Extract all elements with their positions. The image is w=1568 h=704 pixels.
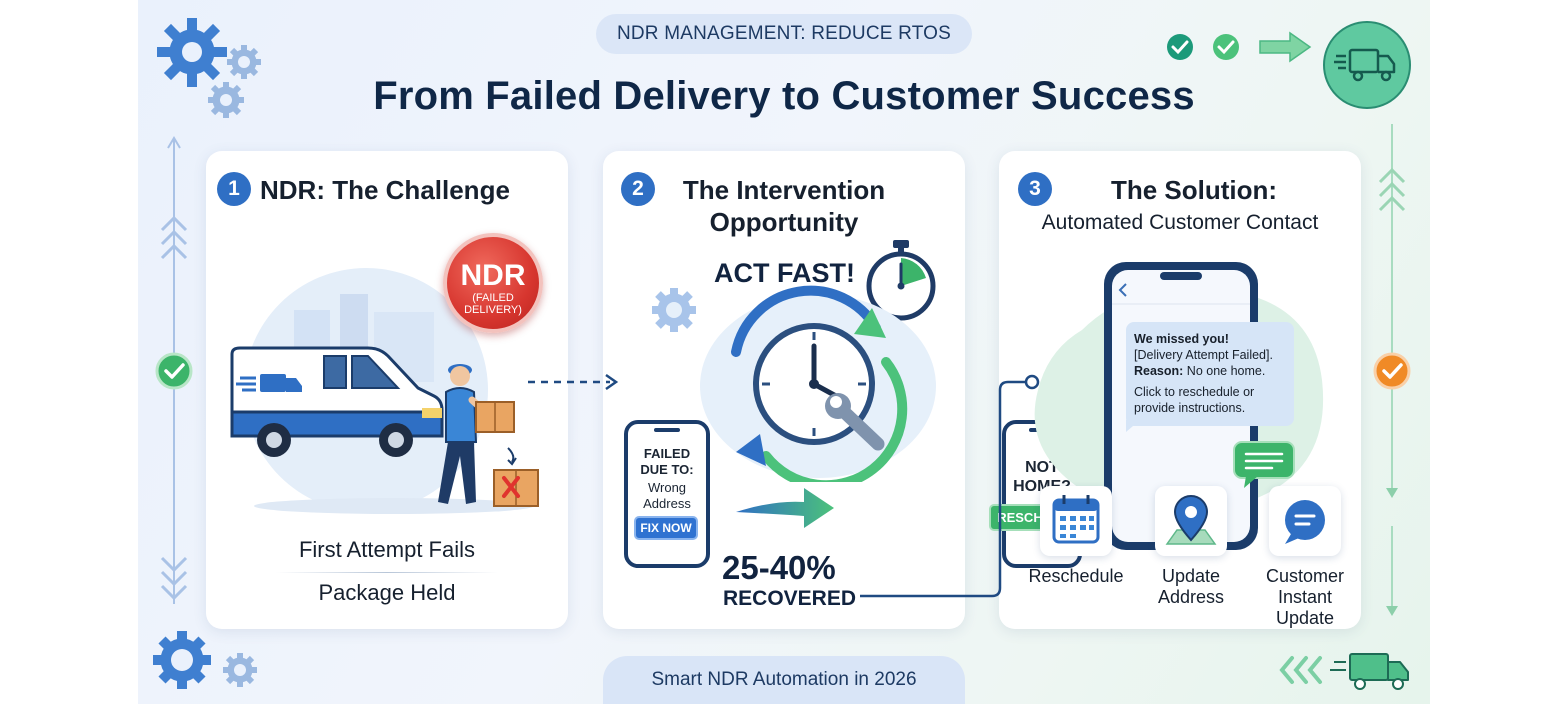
chat-bubble-icon	[1233, 441, 1295, 488]
message-reason-label: Reason:	[1134, 364, 1184, 378]
phone-line: Address	[643, 496, 691, 511]
delivery-van-icon	[230, 346, 444, 457]
ndr-infographic: NDR MANAGEMENT: REDUCE RTOS From Failed …	[138, 0, 1430, 704]
progress-rail-right	[1378, 124, 1406, 616]
step-3-title: The Solution:	[1110, 175, 1278, 205]
action-label-line: Customer	[1265, 566, 1345, 586]
action-label-line: Reschedule	[1028, 566, 1124, 586]
recovery-stat-label: RECOVERED	[723, 587, 857, 610]
delivery-truck-icon	[1279, 653, 1409, 690]
message-line: provide instructions.	[1134, 401, 1246, 415]
action-label-update-address: Update Address	[1135, 566, 1247, 608]
action-label-customer-update: Customer Instant Update	[1248, 566, 1362, 629]
step-number-2: 2	[621, 172, 655, 206]
action-label-line: Address	[1157, 587, 1225, 607]
step-number-1: 1	[217, 172, 251, 206]
message-line: [Delivery Attempt Failed].	[1134, 348, 1273, 362]
page-title: From Failed Delivery to Customer Success	[373, 74, 1195, 118]
courier-person-icon	[438, 364, 539, 507]
step-3-subtitle: Automated Customer Contact	[1041, 211, 1319, 234]
phone-line: NOT	[1025, 459, 1059, 476]
message-line: Click to reschedule or	[1134, 385, 1255, 399]
reschedule-action-tile[interactable]	[1040, 486, 1112, 556]
gear-icon	[153, 631, 257, 689]
caption-divider	[276, 572, 498, 573]
act-fast-label: ACT FAST!	[714, 258, 855, 288]
ndr-badge-subtitle-line: (FAILED	[472, 292, 514, 304]
action-label-line: Update	[1275, 608, 1335, 628]
recovery-stat: 25-40%	[722, 549, 836, 586]
stopwatch-icon	[866, 240, 936, 321]
step-1-title: NDR: The Challenge	[260, 175, 510, 205]
action-label-line: Update	[1161, 566, 1221, 586]
connector-line	[860, 374, 1040, 598]
check-circle-icon	[155, 352, 193, 390]
step-2-title: The Intervention	[682, 175, 886, 205]
ndr-badge-subtitle-line: DELIVERY)	[464, 304, 522, 316]
chat-bubble-icon	[1285, 500, 1325, 544]
delivery-truck-icon	[1323, 21, 1411, 109]
message-reason-text: No one home.	[1183, 364, 1266, 378]
caption-package-held: Package Held	[318, 580, 456, 605]
instant-update-action-tile[interactable]	[1269, 486, 1341, 556]
phone-line: DUE TO:	[640, 462, 694, 477]
phone-line: FAILED	[643, 446, 691, 461]
message-heading: We missed you!	[1134, 332, 1229, 346]
ndr-failed-badge: NDR (FAILED DELIVERY)	[443, 233, 543, 333]
bubble-tail	[1126, 420, 1140, 432]
step-number-3: 3	[1018, 172, 1052, 206]
update-address-action-tile[interactable]	[1155, 486, 1227, 556]
phone-line: Wrong	[647, 480, 687, 495]
header-tag: NDR MANAGEMENT: REDUCE RTOS	[596, 14, 972, 54]
arrow-right-icon	[736, 488, 834, 528]
ndr-badge-title: NDR	[460, 259, 526, 292]
missed-delivery-message: We missed you! [Delivery Attempt Failed]…	[1126, 322, 1294, 426]
check-circle-icon	[1167, 31, 1312, 63]
fix-now-button[interactable]: FIX NOW	[634, 516, 698, 540]
calendar-icon	[1052, 495, 1100, 544]
caption-first-attempt: First Attempt Fails	[298, 537, 476, 562]
step-2-title-line-2: Opportunity	[709, 207, 859, 237]
action-label-reschedule: Reschedule	[1020, 566, 1132, 587]
action-label-line: Instant	[1277, 587, 1333, 607]
footer-tag: Smart NDR Automation in 2026	[603, 656, 965, 704]
map-pin-icon	[1165, 495, 1217, 545]
clock-icon	[652, 285, 936, 482]
gear-icon	[157, 18, 261, 118]
arrow-right-icon	[528, 373, 619, 391]
check-circle-icon	[1373, 352, 1411, 390]
